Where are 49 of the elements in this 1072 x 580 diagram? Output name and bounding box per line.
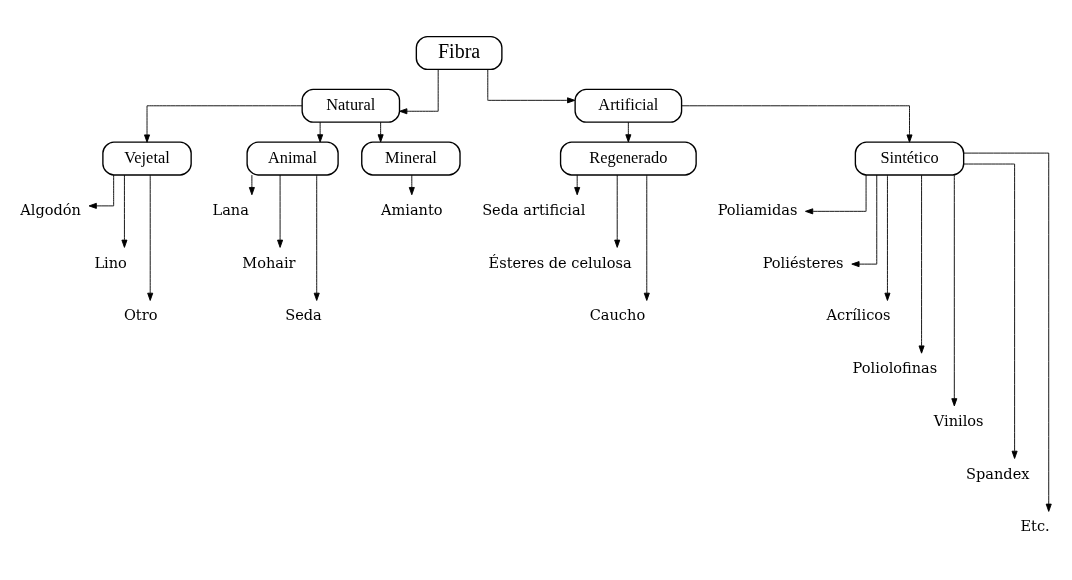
arrow [399,68,439,114]
arrow [487,68,576,103]
arrow [88,174,115,209]
arrow [144,104,303,143]
node-text: Vinilos [933,411,984,429]
node-text: Acrílicos [826,305,891,323]
node-text: Lino [94,253,127,271]
node-text: Caucho [589,305,646,323]
node-box: Fibra [415,35,503,70]
node-box: Artificial [574,88,683,123]
node-text: Spandex [966,464,1030,482]
arrow [277,174,284,248]
node-text: Algodón [20,200,81,218]
node-box: Vejetal [102,141,192,176]
arrow [121,174,128,248]
arrow [681,104,913,143]
node-text: Poliésteres [762,253,844,271]
arrow [614,174,621,248]
arrow [918,174,925,354]
node-text: Otro [123,305,158,323]
arrow [805,174,867,214]
arrow [625,121,632,142]
node-text: Amianto [380,200,443,218]
arrow [963,152,1052,512]
arrow [313,174,320,301]
node-text: Etc. [1020,516,1050,534]
node-box: Natural [301,88,401,123]
arrow [377,121,384,142]
arrow [248,174,255,195]
node-text: Poliamidas [717,200,798,218]
arrow [408,174,415,195]
arrow [884,174,891,301]
arrow [317,121,324,142]
node-box: Sintético [854,141,965,176]
arrow [963,163,1018,459]
arrow [643,174,650,301]
node-text: Poliolofinas [852,358,938,376]
node-box: Mineral [361,141,461,176]
arrow [951,174,958,406]
node-text: Lana [212,200,249,218]
arrow [147,174,154,301]
node-text: Seda artificial [482,200,586,218]
arrow [851,174,878,267]
node-text: Ésteres de celulosa [488,253,632,271]
node-text: Seda [285,305,322,323]
node-box: Animal [246,141,339,176]
arrow [574,174,581,195]
node-text: Mohair [242,253,296,271]
node-box: Regenerado [559,141,697,176]
